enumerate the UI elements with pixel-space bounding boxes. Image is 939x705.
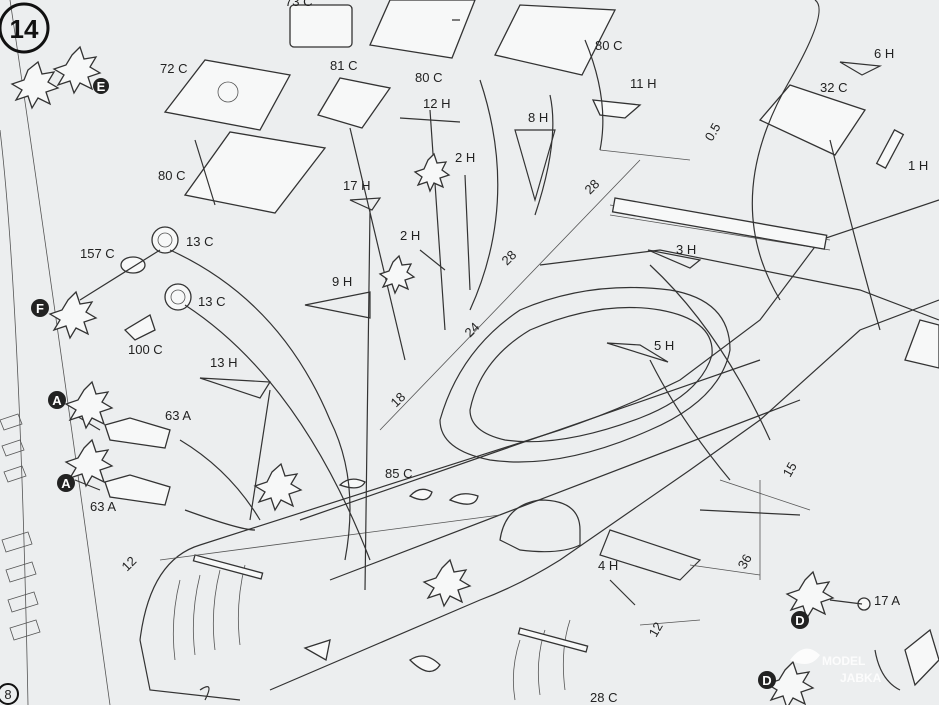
dim-15: 15: [780, 459, 800, 479]
label-80c-mid: 80 C: [415, 70, 442, 85]
label-13c-bottom: 13 C: [198, 294, 225, 309]
label-80c-right: 80 C: [595, 38, 622, 53]
watermark-line2: JABKA: [840, 671, 882, 685]
callout-d-top: D: [795, 613, 804, 628]
label-9h: 9 H: [332, 274, 352, 289]
watermark: MODEL JABKA: [790, 648, 882, 685]
label-4h: 4 H: [598, 558, 618, 573]
label-100c: 100 C: [128, 342, 163, 357]
watermark-line1: MODEL: [822, 654, 865, 668]
callout-a-bottom: A: [61, 476, 71, 491]
label-72c: 72 C: [160, 61, 187, 76]
label-3h: 3 H: [676, 242, 696, 257]
label-80c-left: 80 C: [158, 168, 185, 183]
label-17h: 17 H: [343, 178, 370, 193]
label-13c-top: 13 C: [186, 234, 213, 249]
label-63a-top: 63 A: [165, 408, 191, 423]
glue-star-markers: [10, 45, 835, 705]
dimension-labels: 0.5 28 28 24 18 15 36 12 12: [119, 120, 800, 639]
label-8h: 8 H: [528, 110, 548, 125]
dimension-lines: [159, 149, 811, 626]
step-number: 14: [10, 14, 39, 44]
page-number: 8: [4, 687, 11, 702]
callout-a-top: A: [52, 393, 62, 408]
label-63a-bottom: 63 A: [90, 499, 116, 514]
label-85c: 85 C: [385, 466, 412, 481]
label-157c: 157 C: [80, 246, 115, 261]
label-28c: 28 C: [590, 690, 617, 705]
label-81c: 81 C: [330, 58, 357, 73]
label-17a: 17 A: [874, 593, 900, 608]
callout-e: E: [97, 79, 106, 94]
parts: [104, 0, 939, 687]
leader-lines: [74, 0, 901, 691]
label-13h: 13 H: [210, 355, 237, 370]
label-1h: 1 H: [908, 158, 928, 173]
callout-d-bottom: D: [762, 673, 771, 688]
label-12h: 12 H: [423, 96, 450, 111]
label-11h: 11 H: [630, 76, 657, 91]
part-labels: 73 C 72 C 81 C 80 C 80 C 80 C 11 H 12 H …: [80, 0, 928, 705]
label-73c: 73 C: [285, 0, 312, 9]
label-2h-lower: 2 H: [400, 228, 420, 243]
hull-outline: [139, 197, 939, 701]
dim-36: 36: [735, 551, 755, 571]
track-links: [0, 413, 41, 641]
label-6h: 6 H: [874, 46, 894, 61]
label-32c: 32 C: [820, 80, 847, 95]
label-2h-upper: 2 H: [455, 150, 475, 165]
callout-f: F: [36, 301, 44, 316]
step-badge: [0, 2, 50, 54]
label-5h: 5 H: [654, 338, 674, 353]
dim-12-right: 12: [646, 619, 666, 639]
